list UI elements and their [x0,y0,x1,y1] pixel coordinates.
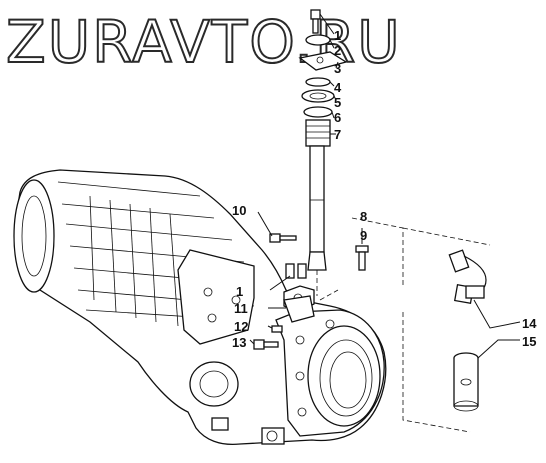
watermark-text: ZURAVTO.RU [6,8,402,76]
leader-lines [249,13,521,359]
callout-7: 7 [334,127,341,142]
callout-3: 3 [334,61,341,76]
callout-1-top: 1 [334,28,341,43]
callout-1-lower: 1 [236,284,243,299]
callout-9: 9 [360,228,367,243]
callout-10: 10 [232,203,246,218]
assembly-guide-lines [319,217,491,433]
bolt-13 [253,339,279,350]
cylinder-15 [453,352,479,412]
callout-2: 2 [334,43,341,58]
small-parts [253,233,487,412]
callout-12: 12 [234,319,248,334]
callout-4: 4 [334,80,342,95]
callout-6: 6 [334,110,341,125]
callout-5: 5 [334,95,341,110]
transmission-housing [13,169,387,446]
shaft-assembly [298,9,348,296]
callout-labels: 1 2 3 4 5 6 7 10 8 9 1 11 12 13 14 15 [232,28,537,350]
screw-10 [269,233,297,243]
fitting-8-9 [355,245,369,271]
callout-15: 15 [522,334,536,349]
callout-14: 14 [522,316,537,331]
callout-13: 13 [232,335,246,350]
sensor-14 [448,249,487,305]
callout-11: 11 [234,301,248,316]
callout-8: 8 [360,209,367,224]
